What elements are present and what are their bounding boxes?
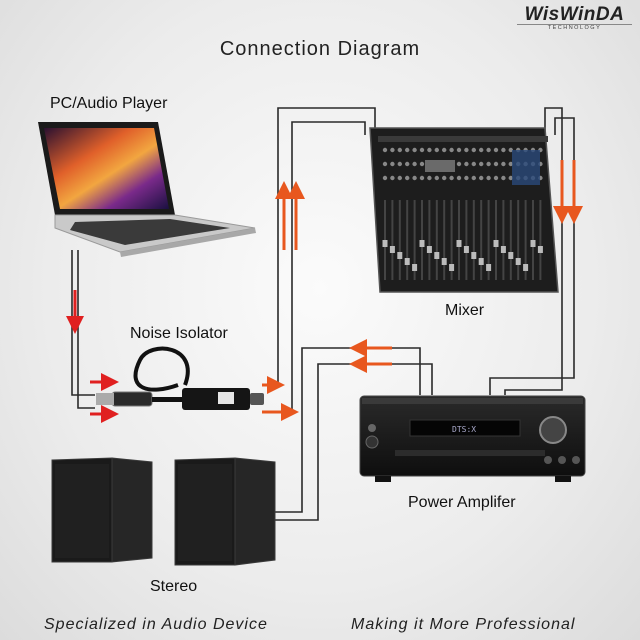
amplifier-label: Power Amplifer [408, 494, 516, 511]
mixer-channel-strips [382, 147, 543, 280]
isolator-label: Noise Isolator [130, 325, 228, 342]
signal-arrows [66, 160, 583, 423]
brand-logo-text: WisWinDA [524, 4, 625, 25]
power-amplifier-icon: DTS:X [359, 395, 586, 482]
wire-pc-to-isolator-a [71, 250, 95, 396]
amp-display-text: DTS:X [452, 425, 476, 434]
footer-right-tagline: Making it More Professional [351, 616, 576, 633]
mixer-icon [369, 127, 559, 293]
wire-mixer-to-amp-b [489, 117, 575, 395]
pc-label: PC/Audio Player [50, 95, 168, 112]
speaker-right [174, 457, 276, 566]
laptop-icon [38, 122, 256, 257]
footer-left-tagline: Specialized in Audio Device [44, 616, 268, 633]
stereo-speakers-icon [51, 457, 276, 566]
speaker-left [51, 457, 153, 563]
wire-pc-to-isolator-b [77, 250, 95, 409]
wire-isolator-to-mixer-a [262, 107, 376, 386]
wire-amp-to-speaker-b [275, 347, 421, 513]
diagram-title: Connection Diagram [219, 38, 421, 60]
noise-isolator-icon [96, 346, 264, 410]
stereo-label: Stereo [150, 578, 198, 595]
brand-logo-subtext: TECHNOLOGY [517, 24, 632, 31]
wire-mixer-to-amp-a [504, 107, 563, 395]
wire-amp-to-speaker-a [275, 363, 433, 521]
brand-logo: WisWinDA TECHNOLOGY [517, 4, 632, 31]
mixer-label: Mixer [445, 302, 485, 319]
